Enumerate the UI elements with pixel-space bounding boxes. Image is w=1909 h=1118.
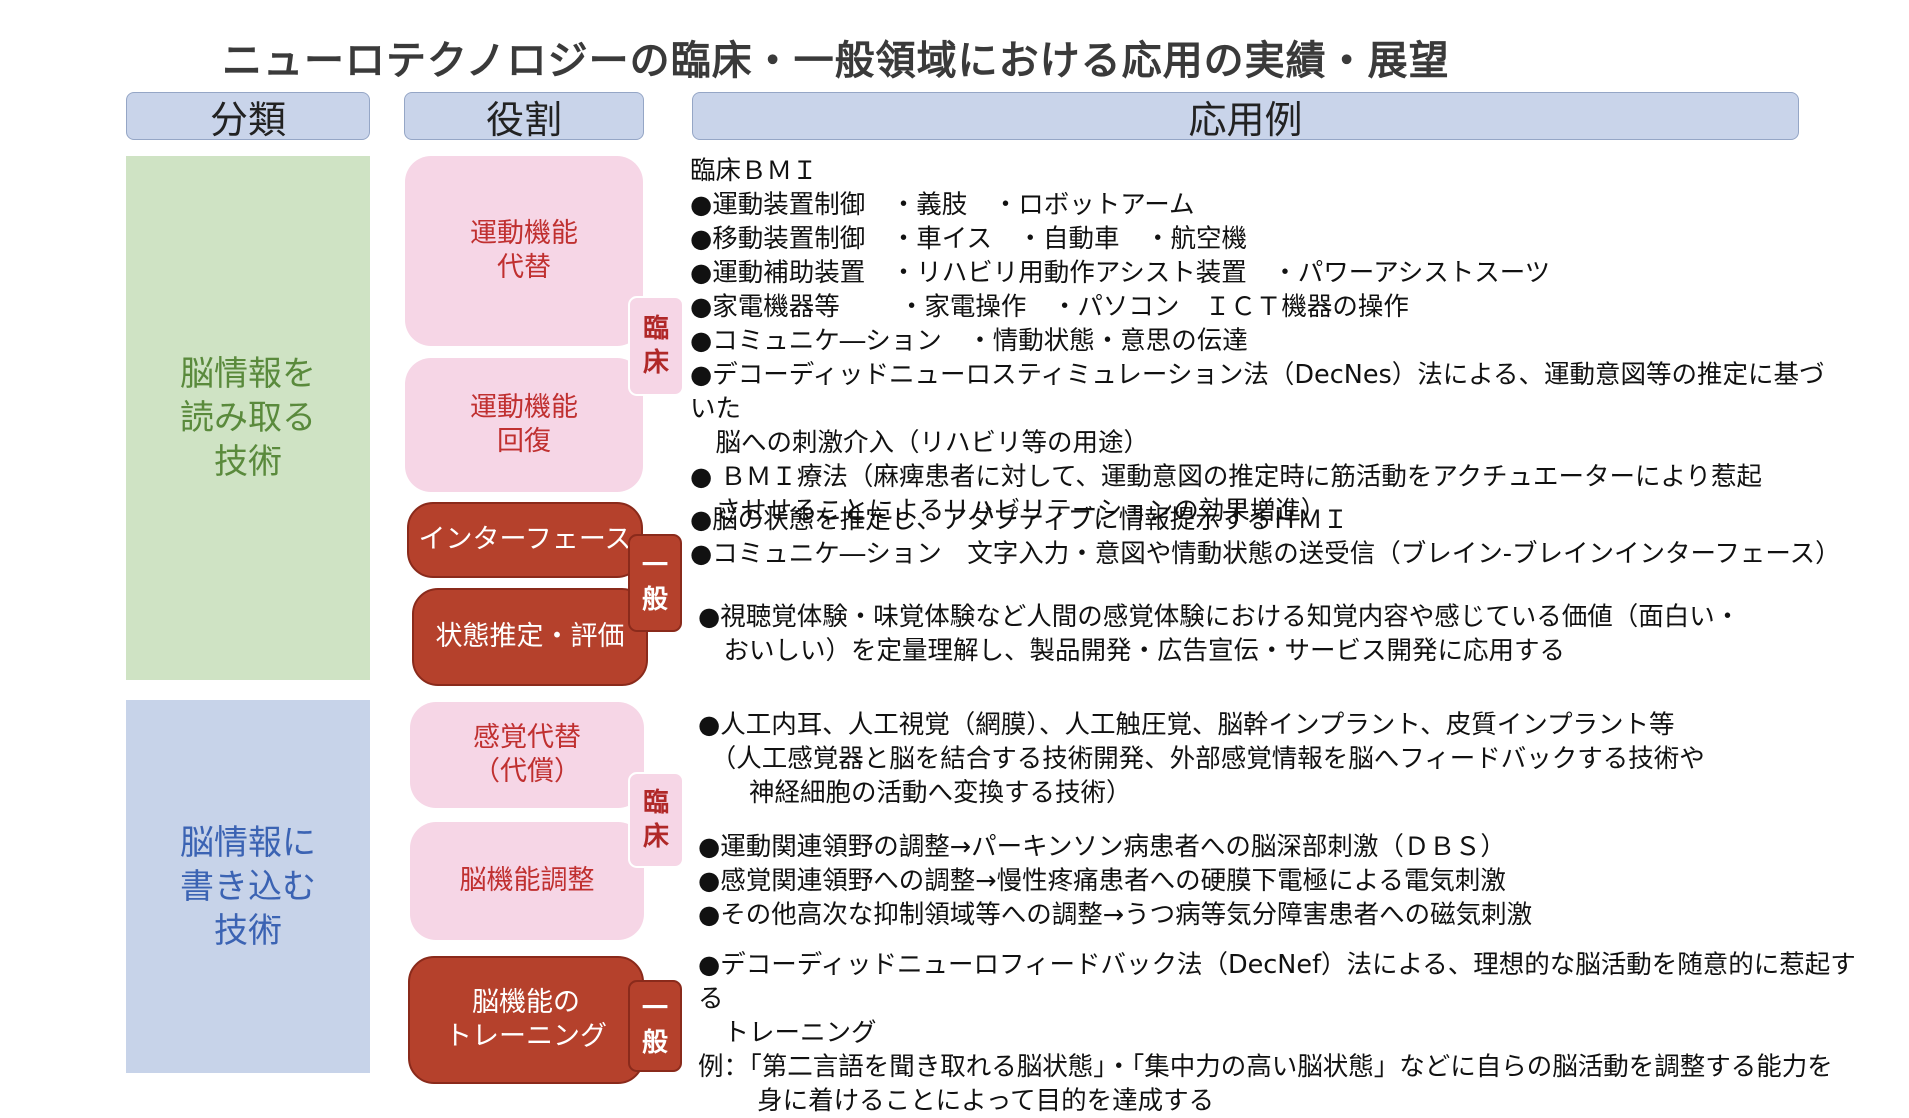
role-brain-training: 脳機能の トレーニング xyxy=(408,956,644,1084)
role-motor-substitute: 運動機能 代替 xyxy=(405,156,643,346)
examples-write-clinical-2: ●運動関連領野の調整→パーキンソン病患者への脳深部刺激（ＤＢＳ） ●感覚関連領野… xyxy=(698,832,1533,930)
tag-general-write: 一 般 xyxy=(628,980,682,1072)
tag-clinical-read: 臨 床 xyxy=(628,296,684,396)
role-motor-recovery: 運動機能 回復 xyxy=(405,358,643,492)
role-interface: インターフェース xyxy=(407,502,643,578)
category-write-technology: 脳情報に 書き込む 技術 xyxy=(126,700,370,1073)
examples-read-general-1: ●脳の状態を推定し、アダプティブに情報提示するＨＭＩ ●コミュニケ―ション 文字… xyxy=(690,505,1841,569)
examples-write-clinical-1: ●人工内耳、人工視覚（網膜）、人工触圧覚、脳幹インプラント、皮質インプラント等 … xyxy=(698,710,1705,808)
page-title: ニューロテクノロジーの臨床・一般領域における応用の実績・展望 xyxy=(222,38,1450,84)
category-read-technology: 脳情報を 読み取る 技術 xyxy=(126,156,370,680)
tag-general-read: 一 般 xyxy=(628,534,682,632)
role-state-estimation: 状態推定・評価 xyxy=(412,588,648,686)
header-examples: 応用例 xyxy=(692,92,1799,142)
examples-read-general-2: ●視聴覚体験・味覚体験など人間の感覚体験における知覚内容や感じている価値（面白い… xyxy=(698,602,1741,666)
role-brain-adjust: 脳機能調整 xyxy=(410,822,644,940)
examples-read-clinical: 臨床ＢＭＩ ●運動装置制御 ・義肢 ・ロボットアーム ●移動装置制御 ・車イス … xyxy=(690,156,1825,526)
role-sensory-substitute: 感覚代替 （代償） xyxy=(410,702,644,808)
header-category: 分類 xyxy=(126,92,370,142)
header-role: 役割 xyxy=(404,92,644,142)
examples-write-general: ●デコーディッドニューロフィードバック法（DecNef）法による、理想的な脳活動… xyxy=(698,950,1856,1116)
tag-clinical-write: 臨 床 xyxy=(628,772,684,868)
